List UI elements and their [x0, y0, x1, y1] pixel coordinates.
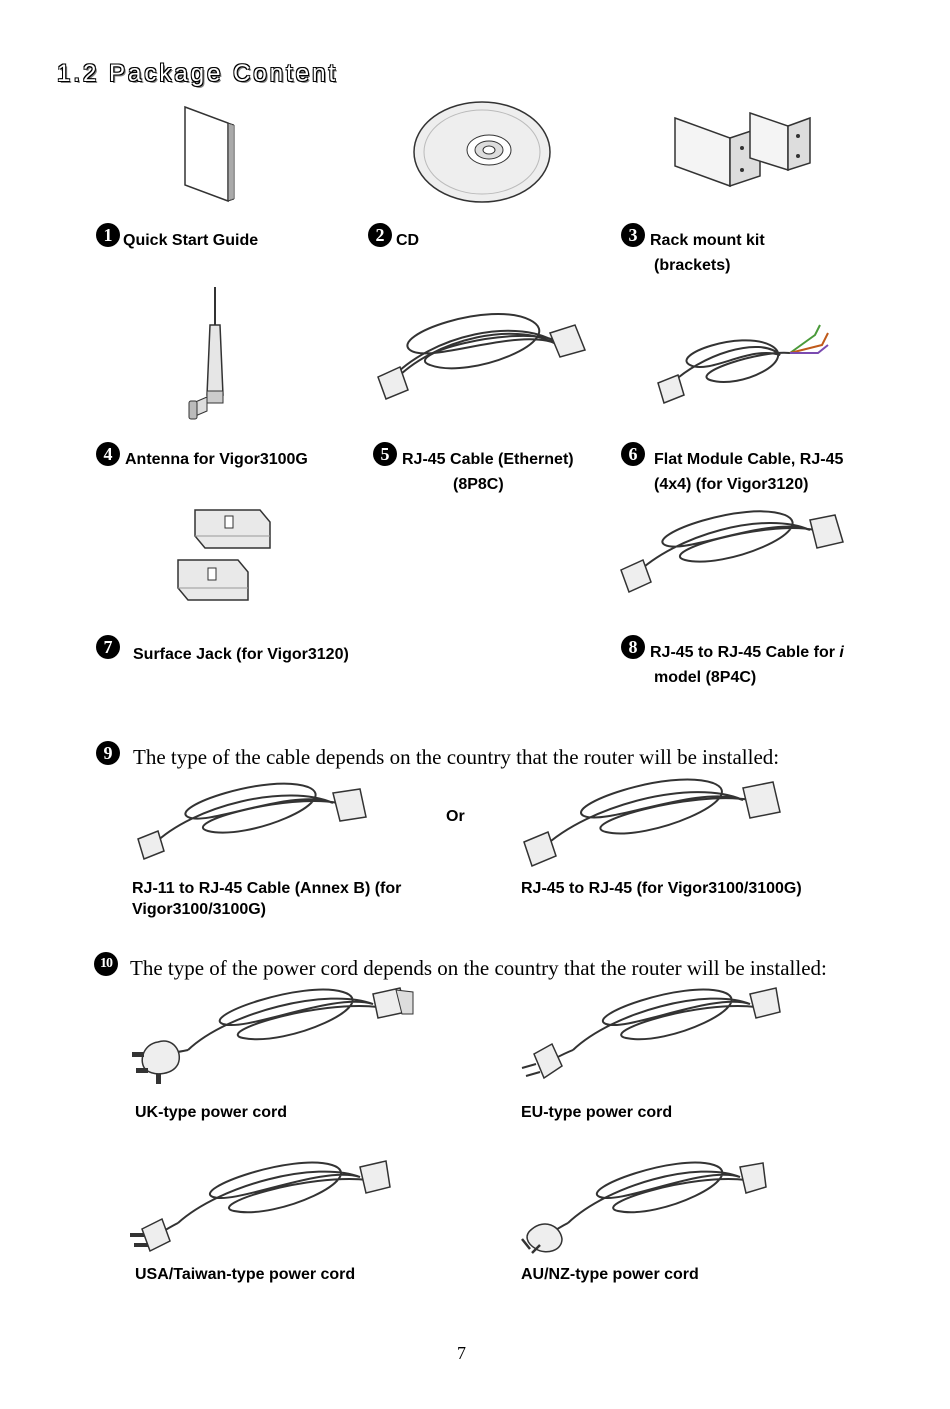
cable-option-rj45: RJ-45 to RJ-45 (for Vigor3100/3100G) — [521, 880, 802, 897]
item-label-antenna: Antenna for Vigor3100G — [125, 451, 308, 468]
item-label-rj45-cable-line2: (8P8C) — [453, 476, 504, 493]
item-label-quick-start-guide: Quick Start Guide — [123, 232, 259, 249]
item-number-10: 10 — [94, 952, 118, 976]
rj45-to-rj45-cable-image — [620, 510, 844, 594]
item-number-3: 3 — [621, 223, 645, 247]
item-number-4: 4 — [96, 442, 120, 466]
power-cord-label-eu: EU-type power cord — [521, 1104, 673, 1121]
item-label-surface-jack: Surface Jack (for Vigor3120) — [133, 646, 349, 663]
item-label-rj45-cable: RJ-45 Cable (Ethernet) — [402, 451, 574, 468]
item-label-flat-module-cable-line2: (4x4) (for Vigor3120) — [654, 476, 809, 493]
rj45-to-rj45-option-image — [523, 778, 781, 868]
item-label-rack-mount-kit: Rack mount kit — [650, 232, 765, 249]
item-label-cd: CD — [396, 232, 420, 249]
power-section-text: The type of the power cord depends on th… — [130, 956, 827, 980]
antenna-image — [188, 287, 224, 420]
item-label-rj45-i-model-line2: model (8P4C) — [654, 669, 757, 686]
item-label-flat-module-cable: Flat Module Cable, RJ-45 — [654, 451, 844, 468]
eu-power-cord-image — [521, 987, 781, 1080]
or-text: Or — [446, 808, 465, 825]
item-number-7: 7 — [96, 635, 120, 659]
flat-module-cable-image — [657, 324, 829, 405]
item-label-i-italic: i — [839, 644, 844, 661]
au-nz-power-cord-image — [521, 1161, 767, 1254]
page-title: 1.2 Package Content — [57, 60, 339, 87]
rj11-to-rj45-cable-image — [137, 782, 367, 861]
power-cord-label-usa-taiwan: USA/Taiwan-type power cord — [135, 1266, 356, 1283]
power-cord-label-au-nz: AU/NZ-type power cord — [521, 1266, 699, 1283]
surface-jack-image — [177, 509, 271, 601]
item-number-5: 5 — [373, 442, 397, 466]
item-number-2: 2 — [368, 223, 392, 247]
item-label-rj45-i-model: RJ-45 to RJ-45 Cable for i — [650, 640, 844, 665]
item-number-8: 8 — [621, 635, 645, 659]
power-cord-label-uk: UK-type power cord — [135, 1104, 288, 1121]
rack-mount-brackets-image — [674, 111, 811, 188]
uk-power-cord-image — [132, 987, 414, 1084]
cable-option-rj11-line1: RJ-11 to RJ-45 Cable (Annex B) (for — [132, 880, 402, 897]
usa-taiwan-power-cord-image — [130, 1160, 391, 1253]
item-label-rj45-i-model-text: RJ-45 to RJ-45 Cable for — [650, 644, 840, 661]
page-number: 7 — [457, 1343, 466, 1363]
item-label-rack-mount-kit-line2: (brackets) — [654, 257, 731, 274]
cable-option-rj11-line2: Vigor3100/3100G) — [132, 901, 267, 918]
item-number-6: 6 — [621, 442, 645, 466]
rj45-ethernet-cable-image — [377, 312, 587, 400]
cable-section-text: The type of the cable depends on the cou… — [133, 745, 780, 769]
item-number-9: 9 — [96, 741, 120, 765]
quick-start-guide-image — [184, 105, 235, 203]
item-number-1: 1 — [96, 223, 120, 247]
cd-image — [413, 101, 551, 203]
